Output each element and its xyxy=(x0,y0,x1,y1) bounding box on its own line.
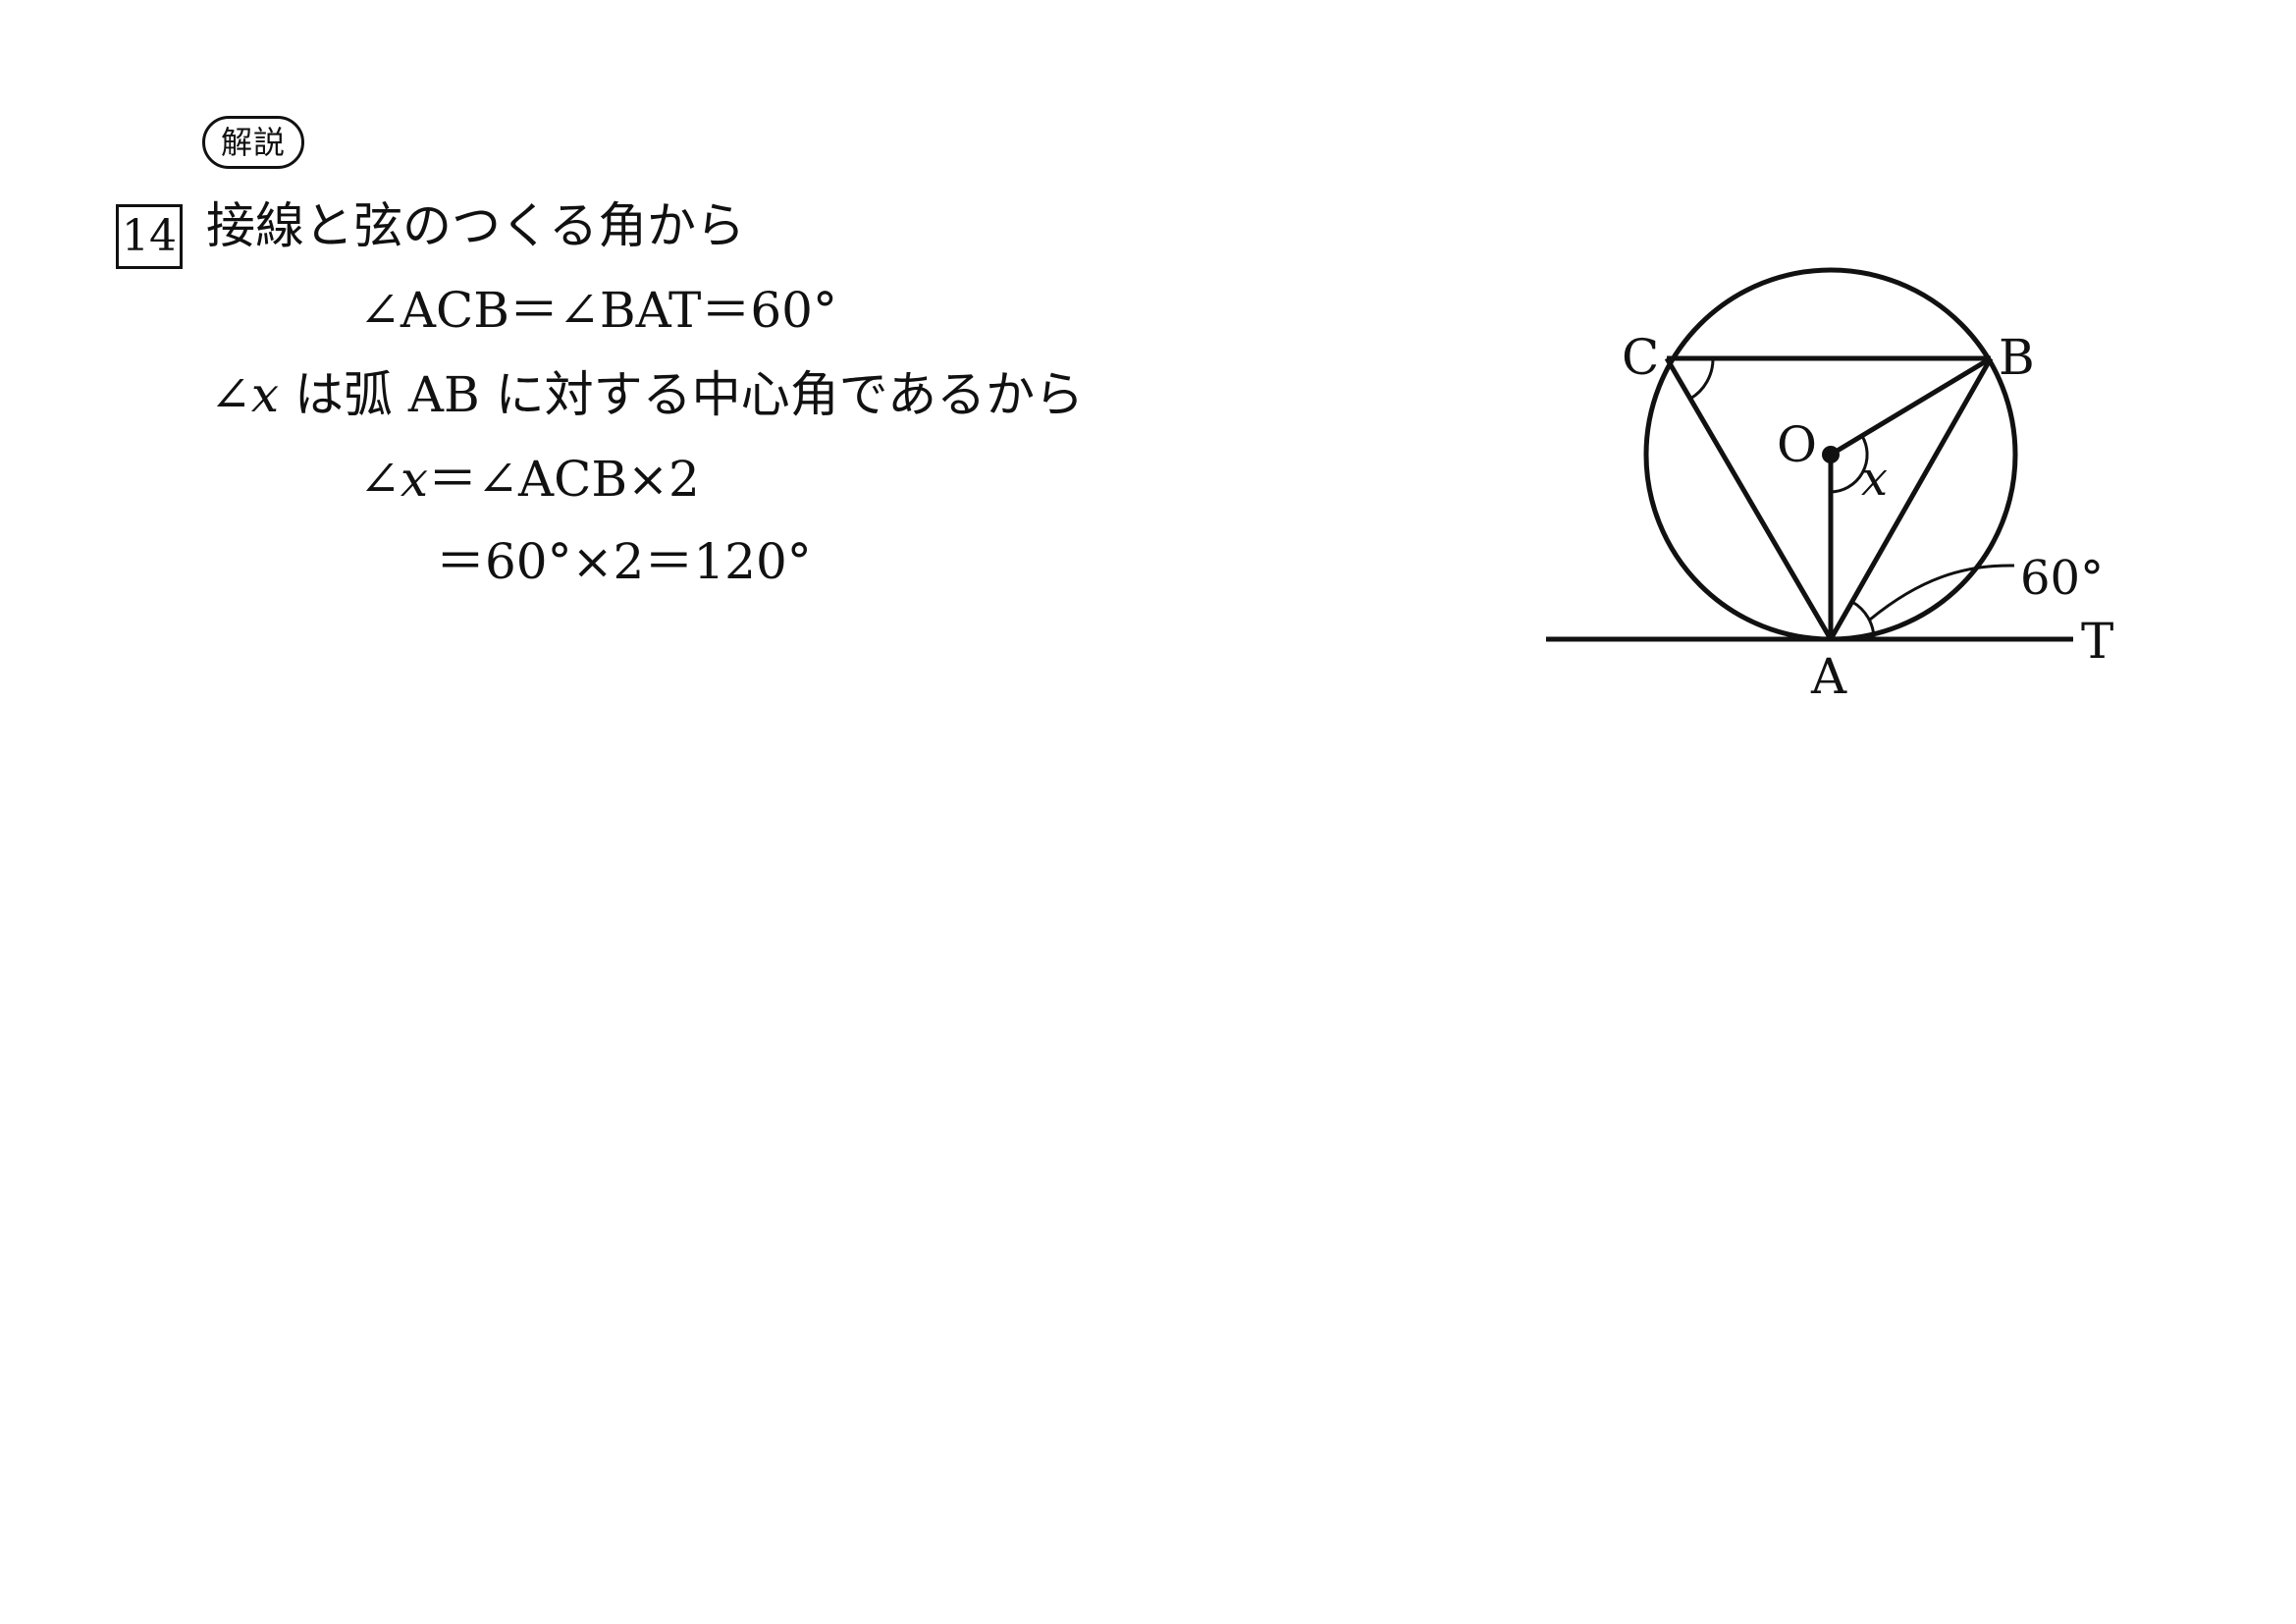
label-x: x xyxy=(1861,452,1888,507)
label-o: O xyxy=(1777,416,1817,473)
angle-arc-x xyxy=(1830,435,1869,494)
variable-x: x xyxy=(250,366,280,423)
label-angle-60: 60° xyxy=(2020,551,2104,606)
angle-arc-c xyxy=(1689,357,1715,401)
variable-x: x xyxy=(400,451,429,508)
solution-line-2: ∠ACB＝∠BAT＝60° xyxy=(359,282,837,339)
label-c: C xyxy=(1622,329,1659,386)
label-b: B xyxy=(1999,329,2035,386)
solution-line-3: ∠x は弧 AB に対する中心角であるから xyxy=(210,365,1084,424)
solution-line-3-text: は弧 AB に対する中心角であるから xyxy=(294,366,1085,423)
geometry-figure: C B O x 60° A T xyxy=(1546,267,2113,705)
chord-ca xyxy=(1664,356,1834,641)
radius-ob xyxy=(1829,355,1993,458)
solution-line-4-text: ＝∠ACB×2 xyxy=(428,451,700,508)
question-number: 14 xyxy=(116,204,183,269)
solution-line-4: ∠x＝∠ACB×2 xyxy=(359,450,700,509)
label-t: T xyxy=(2081,613,2113,670)
solution-line-1: 接線と弦のつくる角から xyxy=(206,197,745,254)
angle-arc-bat xyxy=(1851,600,1876,640)
chord-ba xyxy=(1828,356,1994,641)
center-point xyxy=(1822,446,1840,463)
kaisetsu-badge: 解説 xyxy=(202,116,304,169)
angle-symbol: ∠ xyxy=(210,366,251,423)
label-a: A xyxy=(1810,648,1847,705)
angle-leader-line xyxy=(1869,564,2015,622)
solution-line-5: ＝60°×2＝120° xyxy=(436,533,812,590)
angle-symbol: ∠ xyxy=(359,451,400,508)
